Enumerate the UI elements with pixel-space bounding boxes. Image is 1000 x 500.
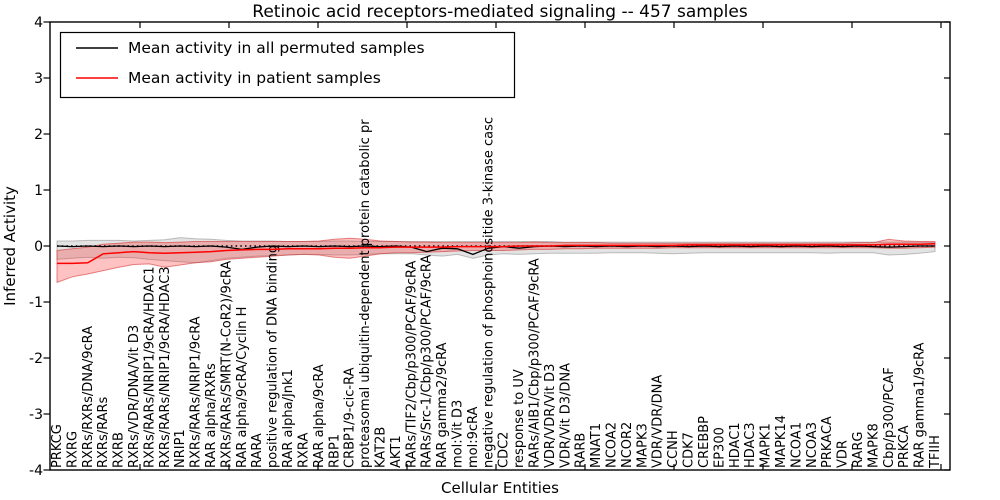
x-tick-label: RXRA xyxy=(296,433,311,468)
x-tick-label: MAPK8 xyxy=(866,423,881,468)
x-tick-label: RAR gamma1/9cRA xyxy=(913,342,928,468)
x-tick-label: NCOA2 xyxy=(605,422,620,468)
x-tick-label: RARA xyxy=(250,433,265,468)
x-tick-label: EP300 xyxy=(712,427,727,468)
x-tick-label: RAR alpha/9cRA/Cyclin H xyxy=(235,307,250,468)
x-tick-label: CREBBP xyxy=(697,416,712,468)
y-tick-label: 1 xyxy=(34,183,43,199)
x-tick-label: KAT2B xyxy=(373,427,388,468)
x-tick-label: HDAC1 xyxy=(728,422,743,468)
x-tick-label: NCOA1 xyxy=(789,422,804,468)
y-tick-label: 3 xyxy=(34,71,43,87)
x-tick-label: CRBP1/9-cic-RA xyxy=(343,367,358,468)
x-tick-label: VDR xyxy=(836,440,851,468)
patient-mean-line xyxy=(57,243,936,265)
x-tick-label: CDC2 xyxy=(497,432,512,468)
x-tick-label: VDR/Vit D3/DNA xyxy=(558,363,573,468)
x-tick-label: VDR/VDR/DNA xyxy=(651,375,666,468)
y-tick-label: 2 xyxy=(34,127,43,143)
y-tick-label: 4 xyxy=(34,15,43,31)
x-tick-label: PRKCA xyxy=(897,425,912,468)
x-tick-label: PRKCG xyxy=(50,424,65,468)
legend-label-permuted: Mean activity in all permuted samples xyxy=(128,39,425,57)
x-tick-label: negative regulation of phosphoinositide … xyxy=(481,117,496,468)
x-tick-label: RXRs/RARs/SMRT(N-CoR2)/9cRA xyxy=(219,261,234,468)
x-tick-label: RXRs/RARs/NRIP1/9cRA/HDAC3 xyxy=(158,266,173,468)
y-tick-label: -3 xyxy=(29,407,43,423)
x-tick-label: RAR gamma2/9cRA xyxy=(435,342,450,468)
x-tick-label: response to UV xyxy=(512,369,527,468)
x-tick-label: RXRB xyxy=(112,432,127,468)
x-tick-label: RXRs/RARs xyxy=(96,396,111,468)
x-tick-label: VDR/VDR/Vit D3 xyxy=(543,364,558,468)
x-tick-label: PRKACA xyxy=(820,416,835,468)
x-tick-label: MAPK3 xyxy=(635,423,650,468)
y-tick-label: -4 xyxy=(29,463,43,479)
permuted-mean-line xyxy=(56,245,935,256)
x-tick-label: RAR alpha/Jnk1 xyxy=(281,369,296,468)
x-tick-label: proteasomal ubiquitin-dependent protein … xyxy=(358,119,373,468)
legend-box xyxy=(59,31,516,99)
x-axis-label: Cellular Entities xyxy=(441,479,559,497)
x-tick-label: RARs/TIF2/Cbp/p300/PCAF/9cRA xyxy=(404,261,419,468)
x-tick-label: RARs/Src-1/Cbp/p300/PCAF/9cRA xyxy=(420,255,435,468)
x-tick-label: RARs/AIB1/Cbp/p300/PCAF/9cRA xyxy=(528,258,543,468)
plot-border xyxy=(49,21,951,471)
x-tick-label: RXRs/RARs/NRIP1/9cRA/HDAC1 xyxy=(142,266,157,468)
x-tick-label: RXRs/RXRs/DNA/9cRA xyxy=(81,326,96,468)
x-tick-label: MAPK14 xyxy=(774,415,789,468)
x-tick-label: RXRs/RARs/NRIP1/9cRA xyxy=(189,316,204,468)
x-tick-label: RXRG xyxy=(65,431,80,468)
y-tick-label: 0 xyxy=(34,239,43,255)
legend-label-patient: Mean activity in patient samples xyxy=(128,69,381,87)
x-tick-label: Cbp/p300/PCAF xyxy=(882,367,897,468)
y-tick-label: -2 xyxy=(29,351,43,367)
x-tick-label: NRIP1 xyxy=(173,429,188,468)
x-tick-label: NCOA3 xyxy=(805,422,820,468)
x-tick-label: mol:9cRA xyxy=(466,406,481,468)
chart-title: Retinoic acid receptors-mediated signali… xyxy=(252,2,748,22)
x-tick-label: HDAC3 xyxy=(743,422,758,468)
legend: Mean activity in all permuted samples Me… xyxy=(59,31,516,99)
x-tick-label: AKT1 xyxy=(389,435,404,468)
x-tick-label: RAR alpha/9cRA xyxy=(312,364,327,468)
x-tick-label: RARG xyxy=(851,431,866,468)
x-tick-label: mol:Vit D3 xyxy=(450,400,465,468)
y-tick-label: -1 xyxy=(29,295,43,311)
x-tick-label: RAR alpha/RXRs xyxy=(204,363,219,468)
x-tick-label: MAPK1 xyxy=(759,423,774,468)
x-tick-label: CDK7 xyxy=(682,432,697,468)
x-tick-label: MNAT1 xyxy=(589,423,604,468)
x-tick-label: NCOR2 xyxy=(620,422,635,468)
x-tick-label: CCNH xyxy=(666,430,681,468)
x-tick-label: TFIIH xyxy=(928,435,943,469)
x-tick-label: RARB xyxy=(574,433,589,468)
x-tick-label: positive regulation of DNA binding xyxy=(266,245,281,468)
x-tick-label: RBP1 xyxy=(327,434,342,468)
y-axis-label: Inferred Activity xyxy=(1,186,19,306)
x-tick-label: RXRs/VDR/DNA/Vit D3 xyxy=(127,325,142,468)
